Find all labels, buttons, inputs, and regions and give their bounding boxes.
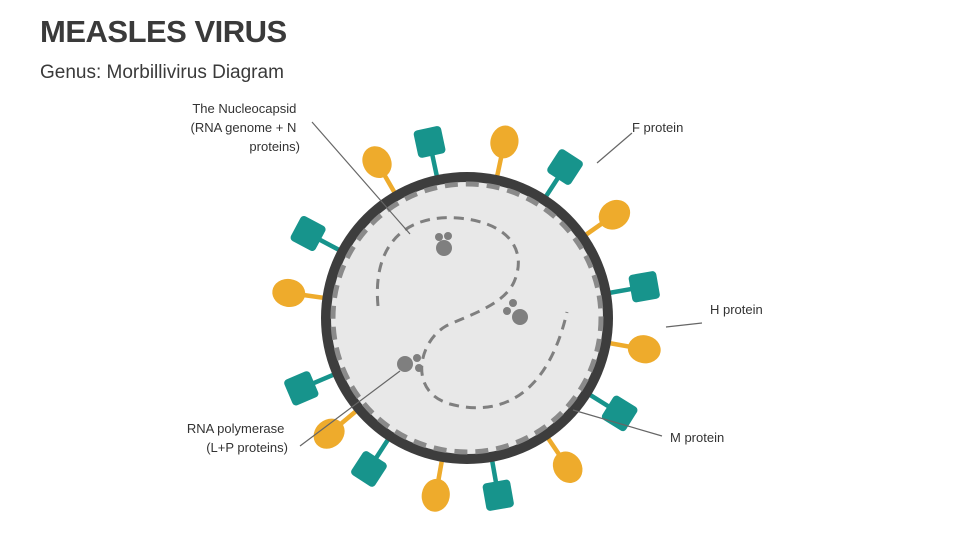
nucleocapsid-label-line: (RNA genome + N (191, 120, 297, 135)
rna-polymerase-cluster (397, 354, 423, 372)
rna-genome-strand (375, 216, 569, 410)
rna-polymerase-cluster (435, 232, 452, 256)
rna-polymerase-label: RNA polymerase (L+P proteins) (187, 421, 288, 455)
f-protein-spike (313, 403, 365, 449)
rna-polymerase-label-line: RNA polymerase (187, 421, 285, 436)
page-subtitle: Genus: Morbillivirus Diagram (40, 62, 284, 83)
rna-polymerase-cluster (503, 299, 528, 325)
f-protein-leader (596, 132, 633, 164)
nucleocapsid-label-line: The Nucleocapsid (192, 101, 296, 116)
f-protein-spike (362, 146, 401, 202)
nucleocapsid-leader (311, 121, 411, 235)
m-protein-leader (572, 409, 663, 437)
virus-interior (331, 182, 603, 454)
page-title: MEASLES VIRUS (40, 14, 287, 49)
rna-polymerase-leader (299, 370, 401, 447)
f-protein-spike (541, 429, 583, 483)
nucleocapsid-label: The Nucleocapsid (RNA genome + N protein… (191, 101, 300, 154)
nucleocapsid-label-line: proteins) (249, 139, 300, 154)
f-protein-spike (577, 199, 631, 242)
rna-polymerase-label-line: (L+P proteins) (206, 440, 288, 455)
h-protein-spike (351, 430, 395, 487)
f-protein-label: F protein (632, 120, 683, 135)
h-protein-spike (290, 215, 348, 257)
matrix-protein-layer (330, 181, 604, 455)
h-protein-leader (665, 322, 703, 328)
h-protein-label: H protein (710, 302, 763, 317)
m-protein-label: M protein (670, 430, 724, 445)
surface-proteins (272, 125, 661, 512)
h-protein-spike (539, 149, 583, 206)
